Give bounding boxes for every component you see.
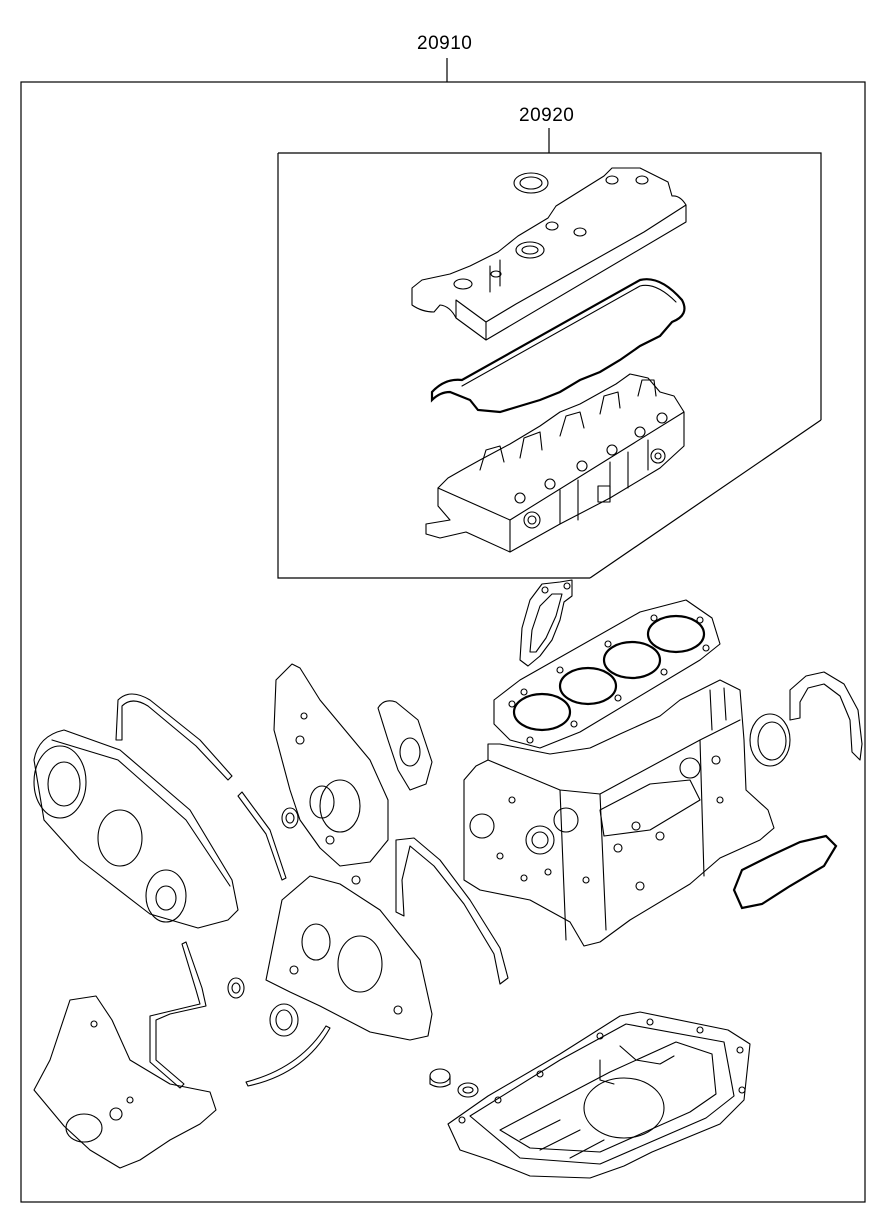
cylinder-block [463,679,775,947]
rear-seal-retainer-gasket [789,671,863,761]
valve-cover [411,167,687,341]
lower-timing-cover [33,995,217,1169]
filler-cap-seal [513,172,549,194]
oil-pipe [149,941,207,1089]
oil-pump-gasket [732,834,838,910]
balancer-shaft-seal [227,977,245,999]
front-case-gasket [395,837,509,985]
front-case-lower [265,875,433,1041]
front-case-upper [273,663,389,867]
water-pump-gasket [377,700,433,791]
valve-cover-gasket [430,278,686,414]
timing-cover-gasket [115,693,233,781]
drain-plug [429,1068,451,1088]
crankshaft-front-seal [269,1003,299,1037]
water-outlet-gasket [519,579,573,667]
timing-belt-cover [33,729,239,929]
oil-pan [447,1011,751,1179]
outer-kit-frame [20,58,866,1203]
inner-kit-frame [277,128,822,579]
timing-cover-gasket-lower [237,791,287,881]
rear-oil-seal [749,713,791,767]
callout-20910: 20910 [417,33,473,54]
oil-seal-wire [245,1025,331,1087]
head-gasket [493,599,721,749]
callout-20920: 20920 [519,105,575,126]
front-seal-small [281,807,299,829]
cylinder-head [425,373,685,553]
drain-plug-washer [457,1082,479,1098]
